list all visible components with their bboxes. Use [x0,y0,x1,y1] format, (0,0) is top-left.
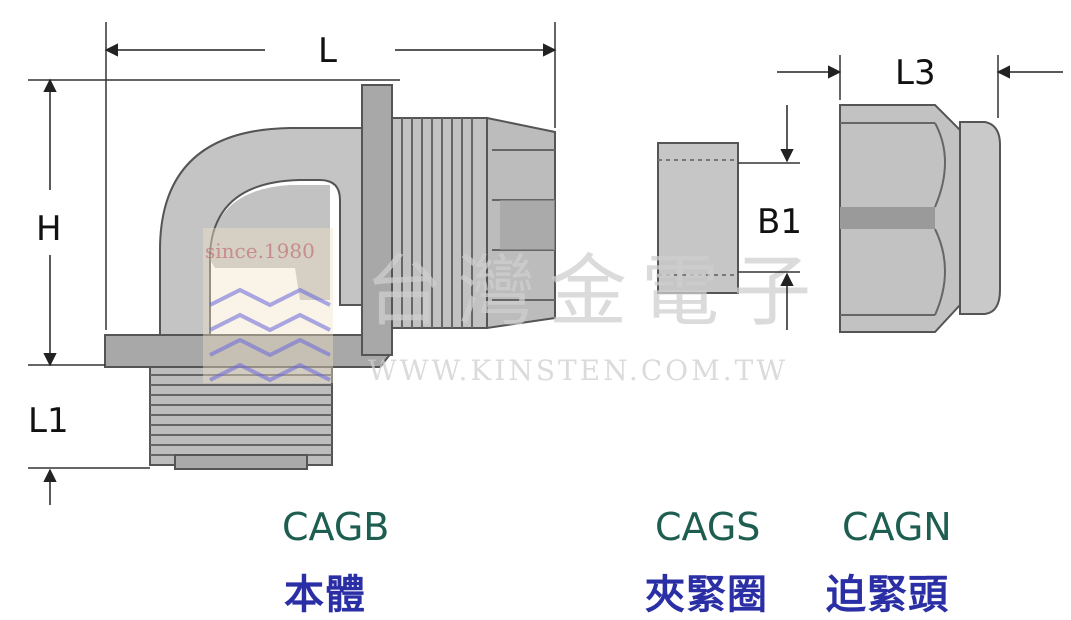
cagb-side-thread [391,117,488,329]
watermark-since: since.1980 [205,239,315,263]
cagb-collet-fingers [486,116,556,330]
cagb-bottom-flange [104,334,394,368]
dim-height: H [28,78,400,367]
cagb-elbow-curve [159,127,366,336]
part-name-cagn: 迫緊頭 [826,572,949,618]
part-code-cagb: CAGB [282,505,390,549]
watermark: since.1980 台灣金電子 WWW.KINSTEN.COM.TW [203,228,825,387]
dim-length: L [104,22,557,330]
cags-seal-ring [657,142,739,294]
dim-label-l1: L1 [28,401,69,441]
dim-thread-length: L1 [28,401,150,505]
part-name-cags: 夾緊圈 [645,572,768,618]
cagb-bottom-thread [149,364,333,470]
watermark-company-cn: 台灣金電子 [365,247,825,337]
dim-nut-length: L3 [777,53,1063,118]
dim-seal-bore: B1 [738,105,802,330]
part-code-cags: CAGS [655,505,761,549]
cagb-side-flange [361,84,393,356]
part-name-cagb: 本體 [284,572,366,618]
cagn-nut [839,104,1001,333]
watermark-website: WWW.KINSTEN.COM.TW [368,354,788,387]
dim-label-h: H [36,209,62,249]
part-code-cagn: CAGN [842,505,952,549]
dim-label-l: L [318,31,337,71]
watermark-logo-icon [209,287,331,383]
cagb-elbow-body [104,84,556,470]
dim-label-b1: B1 [757,202,802,242]
dim-label-l3: L3 [895,53,936,93]
